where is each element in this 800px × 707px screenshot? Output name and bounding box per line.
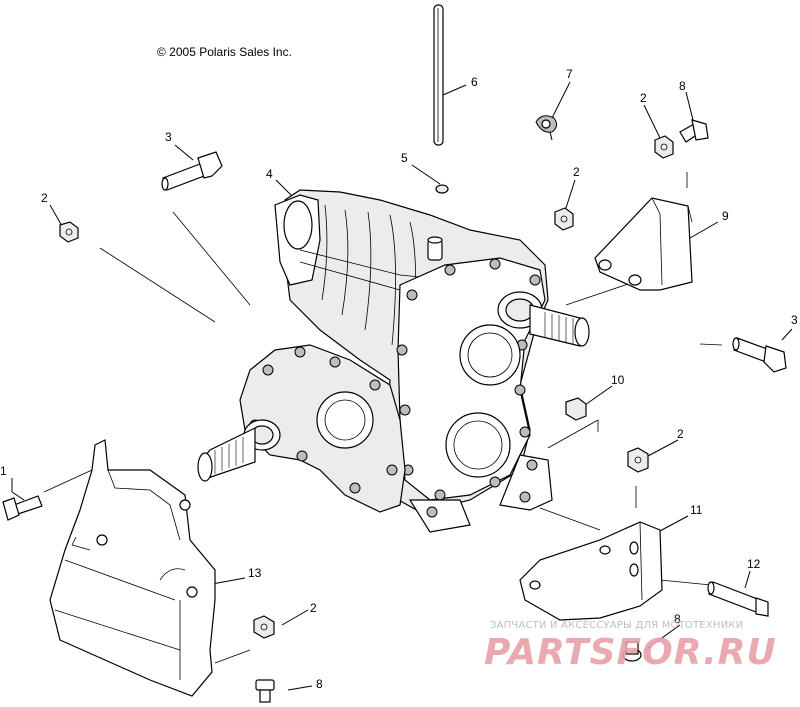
watermark-logo: PARTSFOR.RU xyxy=(484,632,777,673)
callout-3-right: 3 xyxy=(791,313,798,327)
callout-2-d: 2 xyxy=(677,427,684,441)
callout-11: 11 xyxy=(690,503,703,517)
bracket-9 xyxy=(594,197,693,291)
transmission-4 xyxy=(197,189,590,533)
callout-4: 4 xyxy=(266,167,273,181)
callout-2-c: 2 xyxy=(573,165,580,179)
nut-2-c xyxy=(554,207,574,231)
callout-3-left: 3 xyxy=(165,130,172,144)
callout-10: 10 xyxy=(611,373,625,387)
callout-7: 7 xyxy=(566,67,573,81)
bolt-8-bottom xyxy=(255,679,275,703)
bolt-3-right xyxy=(732,337,787,373)
callout-6: 6 xyxy=(471,75,478,89)
callout-8-c: 8 xyxy=(674,612,681,626)
pin-5 xyxy=(435,184,449,194)
callout-8-a: 8 xyxy=(679,79,686,93)
clamp-7 xyxy=(535,115,558,141)
assembly-lines xyxy=(43,172,723,664)
callouts: 1 2 2 2 2 2 3 3 4 5 6 7 8 8 8 9 10 11 12… xyxy=(0,67,798,691)
callout-2-a: 2 xyxy=(41,191,48,205)
callout-12: 12 xyxy=(747,557,761,571)
bolt-3-left xyxy=(161,151,223,191)
leader-lines xyxy=(11,81,793,691)
nut-2-e xyxy=(253,615,275,639)
watermark-tagline: ЗАПЧАСТИ И АКСЕССУАРЫ ДЛЯ МОТОТЕХНИКИ xyxy=(490,620,743,631)
callout-1: 1 xyxy=(0,464,7,478)
bracket-13 xyxy=(49,439,216,697)
callout-13: 13 xyxy=(248,566,262,580)
bracket-11 xyxy=(519,521,663,621)
callout-2-e: 2 xyxy=(310,601,317,615)
callout-5: 5 xyxy=(401,151,408,165)
callout-9: 9 xyxy=(722,209,729,223)
nut-10 xyxy=(565,397,587,421)
copyright-text: © 2005 Polaris Sales Inc. xyxy=(157,45,292,59)
bolt-8-top xyxy=(679,119,709,143)
nut-2-d xyxy=(627,447,649,473)
bolt-8-mid xyxy=(622,641,642,662)
nut-2-a xyxy=(59,221,79,243)
rod-6 xyxy=(433,4,444,146)
callout-8-b: 8 xyxy=(316,677,323,691)
callout-2-b: 2 xyxy=(640,91,647,105)
bolt-1 xyxy=(2,495,43,521)
watermark: ЗАПЧАСТИ И АКСЕССУАРЫ ДЛЯ МОТОТЕХНИКИ PA… xyxy=(484,620,777,673)
nut-2-b xyxy=(654,135,674,159)
bolt-12 xyxy=(707,581,769,617)
